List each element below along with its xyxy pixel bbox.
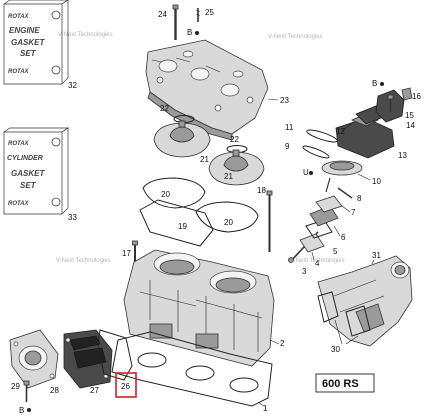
callout-18: 18	[257, 186, 266, 195]
brand-logo-icon	[51, 137, 61, 147]
callout-17: 17	[122, 249, 131, 258]
callout-14: 14	[406, 121, 415, 130]
callout-23: 23	[280, 96, 289, 105]
brand-logo-icon	[51, 197, 61, 207]
callout-29: 29	[11, 382, 20, 391]
exhaust-gasket-30[interactable]	[317, 291, 339, 323]
brand-label: ROTAX	[8, 14, 30, 20]
valve-housing-7[interactable]	[315, 195, 343, 213]
callout-32: 32	[68, 81, 77, 90]
cylinder-head-23[interactable]	[145, 39, 269, 141]
fastener-code-b: B	[19, 406, 24, 415]
kit-line-2: GASKET	[11, 169, 45, 178]
callout-15: 15	[405, 111, 414, 120]
thread-locker-icon	[380, 82, 384, 86]
thread-locker-icon	[195, 31, 199, 35]
callout-7: 7	[351, 208, 356, 217]
valve-piston-10[interactable]	[321, 160, 363, 193]
watermark: V-Next Technologies	[56, 258, 111, 264]
cylinder-block-2[interactable]	[123, 249, 275, 367]
clip-16[interactable]	[401, 87, 413, 101]
fastener-code-b: B	[372, 79, 377, 88]
exhaust-gasket-30[interactable]	[345, 305, 371, 337]
brand-label: ROTAX	[8, 69, 30, 75]
fastener-code-b: B	[187, 28, 192, 37]
exhaust-manifold-31[interactable]	[317, 255, 413, 347]
kit-line-2: GASKET	[11, 38, 45, 47]
kit-line-3: SET	[20, 49, 37, 58]
callout-27: 27	[90, 386, 99, 395]
callout-22: 22	[230, 135, 239, 144]
kit-line-1: ENGINE	[9, 26, 40, 35]
callout-13: 13	[398, 151, 407, 160]
model-badge: 600 RS	[315, 373, 375, 393]
base-gasket-19[interactable]	[139, 199, 214, 247]
intake-adaptor-28[interactable]	[9, 329, 59, 389]
callout-10: 10	[372, 177, 381, 186]
watermark: V-Next Technologies	[290, 258, 345, 264]
head-gasket-20[interactable]	[142, 177, 206, 209]
valve-4[interactable]	[299, 233, 325, 253]
o-ring-9[interactable]	[302, 144, 330, 160]
callout-21: 21	[200, 155, 209, 164]
fastener-code-u: U	[303, 168, 309, 177]
kit-line-3: SET	[20, 181, 37, 190]
callout-33: 33	[68, 213, 77, 222]
callout-20: 20	[224, 218, 233, 227]
callout-22: 22	[160, 104, 169, 113]
highlight-box-26	[115, 372, 137, 398]
callout-4: 4	[315, 259, 320, 268]
head-gasket-20[interactable]	[195, 201, 259, 233]
combustion-chamber-21[interactable]	[208, 149, 265, 186]
brand-label: ROTAX	[8, 201, 30, 207]
callout-9: 9	[285, 142, 290, 151]
callout-6: 6	[341, 233, 346, 242]
callout-19: 19	[178, 222, 187, 231]
callout-5: 5	[333, 247, 338, 256]
thread-locker-icon	[27, 408, 31, 412]
brand-logo-icon	[51, 10, 61, 20]
model-badge-label: 600 RS	[322, 378, 359, 390]
kit-line-1: CYLINDER	[7, 155, 43, 162]
callout-3: 3	[302, 267, 307, 276]
callout-31: 31	[372, 251, 381, 260]
callout-12: 12	[336, 127, 345, 136]
callout-11: 11	[285, 123, 294, 132]
reed-gasket-26[interactable]	[97, 329, 133, 381]
screw-8[interactable]	[337, 187, 353, 199]
callout-21: 21	[224, 172, 233, 181]
stud-18[interactable]	[266, 190, 273, 252]
callout-28: 28	[50, 386, 59, 395]
watermark: V-Next Technologies	[268, 34, 323, 40]
crankcase-gasket-1[interactable]	[111, 331, 273, 407]
bolt-29[interactable]	[23, 380, 30, 402]
o-ring-11[interactable]	[306, 128, 339, 145]
brand-label: ROTAX	[8, 141, 30, 147]
callout-1: 1	[263, 404, 268, 413]
callout-2: 2	[280, 339, 285, 348]
head-bolt-24[interactable]	[172, 4, 179, 40]
callout-20: 20	[161, 190, 170, 199]
thread-locker-icon	[309, 171, 313, 175]
callout-26: 26	[121, 382, 130, 391]
callout-8: 8	[357, 194, 362, 203]
cylinder-gasket-set-box[interactable]: ROTAX CYLINDER GASKET SET ROTAX	[3, 127, 70, 215]
callout-25: 25	[205, 8, 214, 17]
brand-logo-icon	[51, 65, 61, 75]
watermark: V-Next Technologies	[58, 32, 113, 38]
reed-valve-27[interactable]	[63, 329, 113, 389]
callout-30: 30	[331, 345, 340, 354]
combustion-chamber-21[interactable]	[153, 120, 211, 158]
stud-25[interactable]	[195, 8, 201, 22]
callout-24: 24	[158, 10, 167, 19]
engine-gasket-set-box[interactable]: ROTAX ENGINE GASKET SET ROTAX	[3, 0, 69, 85]
screw-15[interactable]	[387, 94, 394, 112]
callout-16: 16	[412, 92, 421, 101]
